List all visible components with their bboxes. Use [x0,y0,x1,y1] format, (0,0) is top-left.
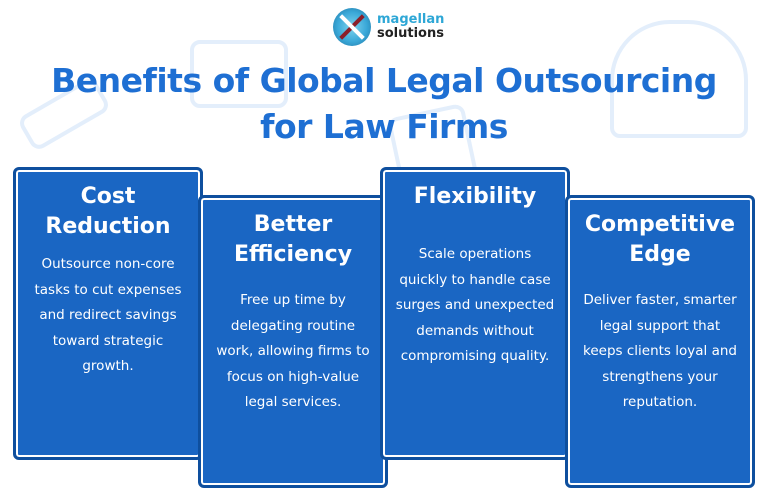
card-flexibility: Flexibility Scale operations quickly to … [380,167,570,460]
brand-logo: magellan solutions [333,8,444,46]
card-text: Scale operations quickly to handle case … [395,246,555,364]
card-title: Better Efficiency [233,212,353,267]
card-better-efficiency: Better Efficiency Free up time by delega… [198,195,388,488]
brand-line1: magellan [377,12,445,27]
card-title: Flexibility [413,184,537,209]
card-text: Outsource non-core tasks to cut expenses… [34,256,182,374]
brand-line2: solutions [377,26,444,41]
scales-icon [610,20,748,138]
title-line2: for Law Firms [260,107,508,146]
card-title: Competitive Edge [584,212,736,267]
page-title: Benefits of Global Legal Outsourcing for… [0,58,768,150]
title-line1: Benefits of Global Legal Outsourcing [51,61,717,100]
card-text: Deliver faster, smarter legal support th… [583,292,737,410]
card-text: Free up time by delegating routine work,… [216,292,370,410]
compass-icon [333,8,371,46]
card-title: Cost Reduction [45,184,171,239]
card-cost-reduction: Cost Reduction Outsource non-core tasks … [13,167,203,460]
briefcase-icon [190,40,288,108]
card-competitive-edge: Competitive Edge Deliver faster, smarter… [565,195,755,488]
